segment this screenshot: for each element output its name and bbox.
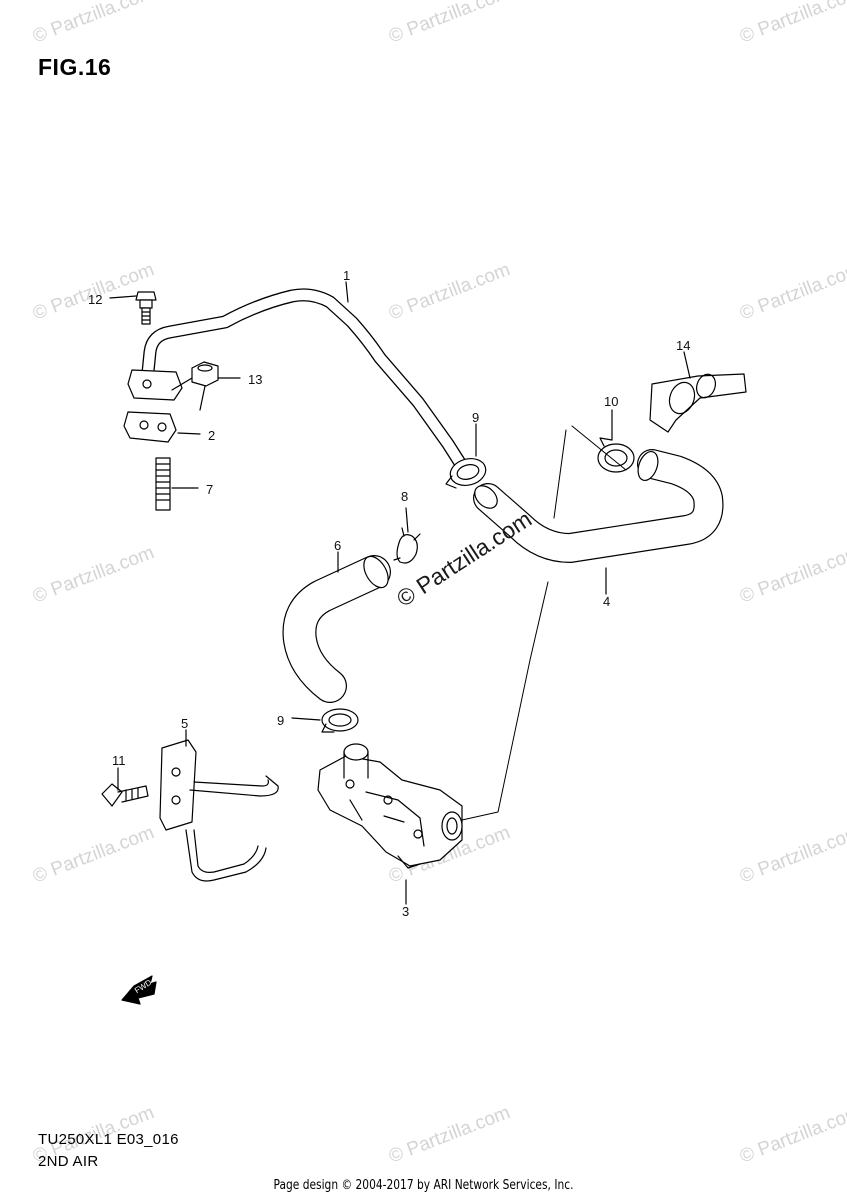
callout-14: 14 [676, 338, 691, 353]
figure-subtitle: 2ND AIR [38, 1153, 99, 1170]
holder-part-14 [649, 373, 747, 433]
fwd-arrow-icon [121, 975, 157, 1005]
bolt-part-11 [101, 783, 149, 807]
clamp-part-10 [597, 437, 635, 473]
callout-6: 6 [334, 538, 342, 553]
callout-7: 7 [206, 482, 214, 497]
clamp-part-9b [321, 708, 359, 733]
bolt-part-12 [135, 291, 157, 325]
callout-11: 11 [112, 753, 126, 768]
bracket-part-5 [159, 739, 279, 882]
hose-part-4 [473, 449, 724, 563]
page-footer: Page design © 2004-2017 by ARI Network S… [273, 1178, 574, 1193]
hose-part-6 [282, 555, 391, 703]
callout-10: 10 [604, 394, 619, 409]
callout-12: 12 [88, 292, 103, 307]
pipe-part-1 [141, 288, 469, 473]
callout-4: 4 [603, 594, 611, 609]
clamp-part-9a [445, 458, 487, 489]
callout-8: 8 [401, 489, 409, 504]
callout-3: 3 [402, 904, 410, 919]
callout-13: 13 [248, 372, 263, 387]
callout-9-lower: 9 [277, 713, 285, 728]
callout-9-upper: 9 [472, 410, 480, 425]
stud-part-7 [155, 457, 171, 511]
nut-part-13 [171, 361, 219, 411]
callout-2: 2 [208, 428, 216, 443]
callout-5: 5 [181, 716, 189, 731]
callout-1: 1 [343, 268, 351, 283]
flange [127, 369, 183, 401]
pair-valve-part-3 [317, 743, 463, 869]
figure-title: FIG.16 [38, 54, 112, 80]
gasket-part-2 [123, 411, 177, 443]
model-code: TU250XL1 E03_016 [38, 1131, 179, 1148]
valve-part-8 [393, 527, 421, 564]
